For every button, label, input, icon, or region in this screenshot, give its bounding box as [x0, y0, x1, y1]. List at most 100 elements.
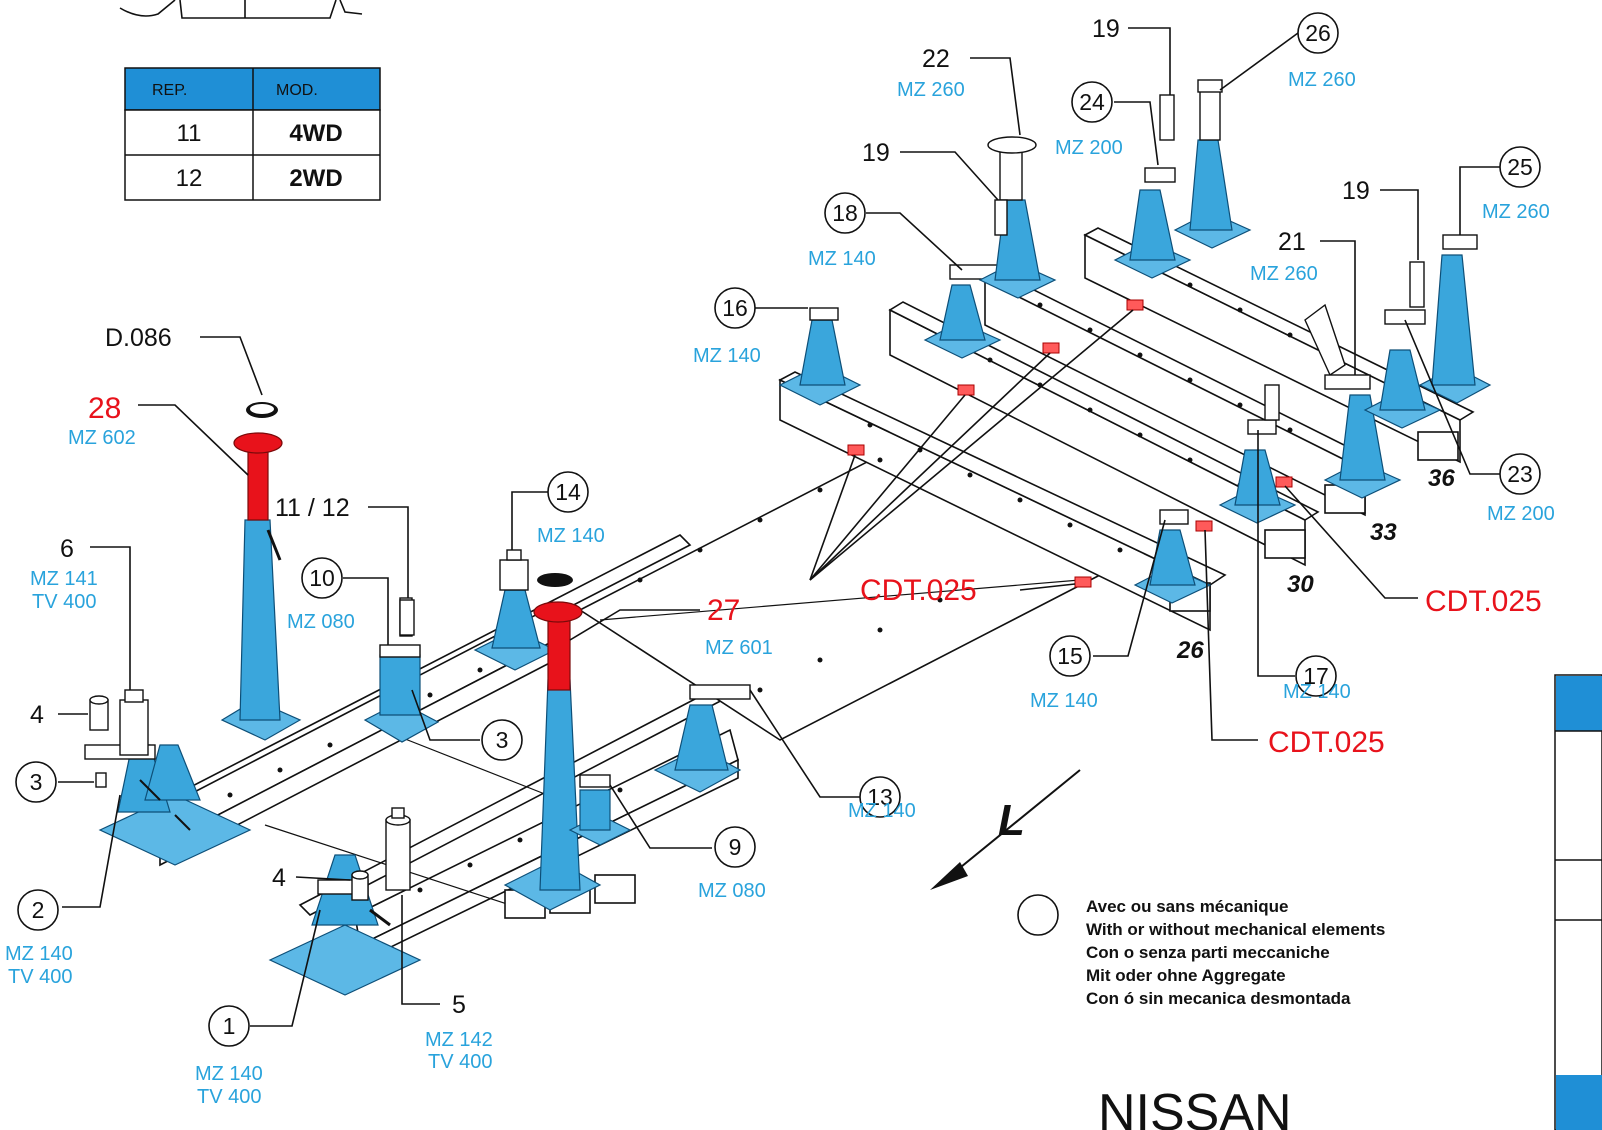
fixture-13 — [653, 684, 751, 793]
label-mz140: MZ 140 — [195, 1063, 263, 1085]
label-mz140: MZ 140 — [848, 800, 916, 822]
label-mz260: MZ 260 — [1482, 201, 1550, 223]
label-18: 18 — [832, 200, 858, 226]
fixture-25 — [1418, 234, 1492, 404]
label-mz140: MZ 140 — [1030, 690, 1098, 712]
callout-circles — [15, 12, 1541, 1047]
labels: D.086 28 MZ 602 6 MZ 141 TV 400 4 3 2 MZ… — [5, 15, 1555, 1108]
label-mz140: MZ 140 — [693, 345, 761, 367]
fixture-27 — [503, 601, 602, 911]
label-mz200: MZ 200 — [1055, 137, 1123, 159]
fixture-16 — [778, 307, 862, 406]
label-19: 19 — [1342, 177, 1370, 205]
label-mz260: MZ 260 — [1288, 69, 1356, 91]
fixture-6 — [119, 689, 149, 756]
fixture-14 — [473, 549, 573, 671]
label-19: 19 — [862, 139, 890, 167]
label-27: 27 — [707, 594, 740, 627]
rail-number-33: 33 — [1370, 519, 1397, 546]
label-mz140: MZ 140 — [5, 943, 73, 965]
label-11-12: 11 / 12 — [275, 494, 350, 522]
fixture-1 — [268, 854, 422, 996]
legend-line: With or without mechanical elements — [1086, 920, 1385, 939]
label-25: 25 — [1507, 154, 1533, 180]
label-tv400: TV 400 — [8, 966, 72, 988]
legend-line: Con ó sin mecanica desmontada — [1086, 989, 1351, 1008]
label-mz140: MZ 140 — [1283, 681, 1351, 703]
fixture-22 — [978, 136, 1057, 299]
label-cdt025: CDT.025 — [1425, 585, 1542, 618]
rail-number-30: 30 — [1287, 571, 1314, 598]
legend-circle-icon — [1017, 894, 1059, 936]
direction-label: L — [998, 796, 1025, 845]
fixture-11-12 — [399, 599, 415, 636]
rail-number-36: 36 — [1428, 465, 1455, 492]
label-mz601: MZ 601 — [705, 637, 773, 659]
label-3: 3 — [30, 769, 43, 795]
rail-number-26: 26 — [1176, 637, 1204, 664]
label-cdt025: CDT.025 — [860, 574, 977, 607]
label-19: 19 — [1092, 15, 1120, 43]
model-table: REP. MOD. 11 4WD 12 2WD — [124, 67, 381, 201]
label-17: 17 — [1303, 663, 1329, 689]
label-mz140: MZ 140 — [537, 525, 605, 547]
label-5: 5 — [452, 991, 466, 1019]
label-tv400: TV 400 — [428, 1051, 492, 1073]
label-21: 21 — [1278, 228, 1306, 256]
title-block-fragment — [1554, 674, 1602, 1130]
fixture-5 — [385, 807, 411, 891]
fixture-4a — [89, 695, 109, 731]
fixture-9 — [568, 774, 632, 846]
label-15: 15 — [1057, 643, 1083, 669]
table-header-mod: MOD. — [276, 82, 318, 99]
fixture-23 — [1363, 309, 1442, 429]
legend-line: Mit oder ohne Aggregate — [1086, 966, 1286, 985]
label-24: 24 — [1079, 89, 1105, 115]
label-26: 26 — [1305, 20, 1331, 46]
legend-line: Con o senza parti meccaniche — [1086, 943, 1330, 962]
fixture-26 — [1159, 79, 1252, 249]
label-4: 4 — [272, 864, 286, 892]
fixture-18 — [923, 264, 1011, 359]
legend-line: Avec ou sans mécanique — [1086, 897, 1289, 916]
label-23: 23 — [1507, 461, 1533, 487]
label-6: 6 — [60, 535, 74, 563]
table-cell-mod: 2WD — [289, 165, 342, 192]
label-tv400: TV 400 — [197, 1086, 261, 1108]
label-mz602: MZ 602 — [68, 427, 136, 449]
label-mz080: MZ 080 — [698, 880, 766, 902]
label-3: 3 — [496, 727, 509, 753]
fixture-10 — [363, 597, 440, 743]
label-1: 1 — [223, 1013, 236, 1039]
fixture-21 — [1304, 303, 1402, 499]
label-10: 10 — [309, 565, 335, 591]
label-28: 28 — [88, 392, 121, 425]
label-16: 16 — [722, 295, 748, 321]
fixture-2 — [84, 744, 252, 866]
label-mz260: MZ 260 — [897, 79, 965, 101]
label-mz080: MZ 080 — [287, 611, 355, 633]
label-mz141: MZ 141 — [30, 568, 98, 590]
label-9: 9 — [729, 834, 742, 860]
label-13: 13 — [867, 784, 893, 810]
label-mz140: MZ 140 — [808, 248, 876, 270]
label-mz260: MZ 260 — [1250, 263, 1318, 285]
fixture-3a — [95, 772, 107, 788]
label-2: 2 — [32, 897, 45, 923]
leader-lines — [58, 27, 1500, 1027]
label-4: 4 — [30, 701, 44, 729]
table-cell-rep: 12 — [176, 165, 203, 192]
legend: Avec ou sans mécanique With or without m… — [1086, 897, 1385, 1008]
fixture-28 — [220, 402, 302, 741]
label-cdt025: CDT.025 — [1268, 726, 1385, 759]
brand-name: NISSAN — [1098, 1084, 1292, 1130]
label-tv400: TV 400 — [32, 591, 96, 613]
cdt-clamps — [847, 299, 1293, 588]
car-silhouette-fragment — [119, 0, 363, 19]
label-14: 14 — [555, 479, 581, 505]
fixture-24 — [1113, 167, 1192, 279]
table-header-rep: REP. — [152, 82, 187, 99]
label-22: 22 — [922, 45, 950, 73]
label-d086: D.086 — [105, 324, 172, 352]
